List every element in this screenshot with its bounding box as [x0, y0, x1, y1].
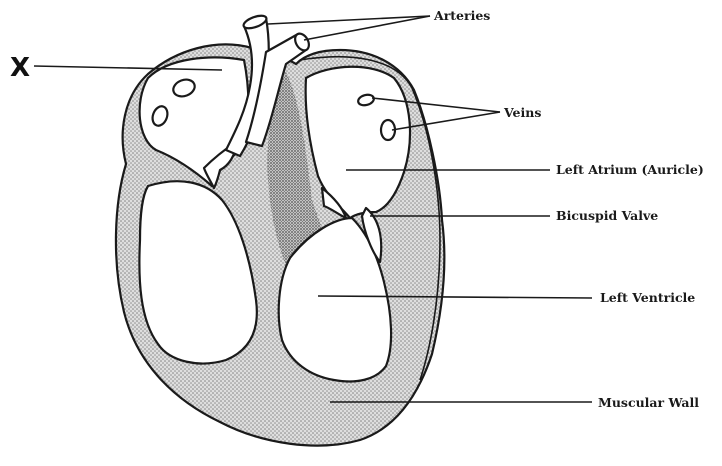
label-arteries: Arteries [433, 8, 490, 23]
label-bicuspid-valve: Bicuspid Valve [556, 208, 658, 223]
label-left-atrium: Left Atrium (Auricle) [556, 162, 704, 177]
label-left-ventricle: Left Ventricle [600, 290, 695, 305]
label-veins: Veins [503, 105, 541, 120]
marker-x-label: X [10, 53, 30, 83]
label-muscular-wall: Muscular Wall [598, 395, 699, 410]
